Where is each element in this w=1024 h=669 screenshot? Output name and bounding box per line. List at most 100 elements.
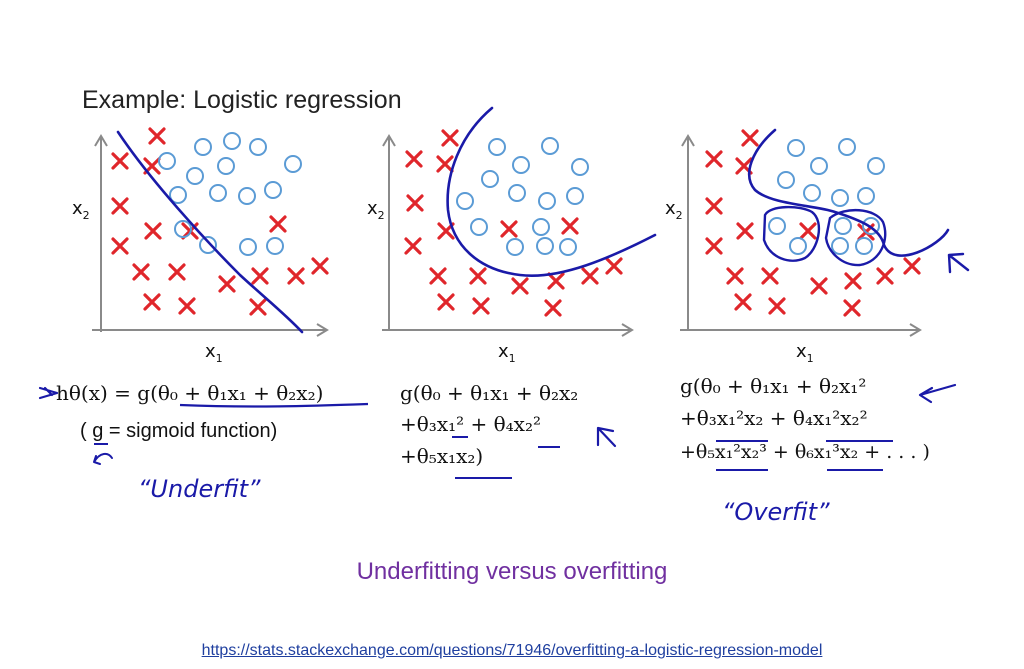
cross-marker	[144, 222, 162, 240]
cross-marker	[269, 215, 287, 233]
circle-marker	[536, 237, 554, 255]
cross-marker	[544, 299, 562, 317]
circle-marker	[831, 189, 849, 207]
formula-panel-2-line-2: +θ₃x₁² + θ₄x₂²	[400, 412, 541, 436]
cross-marker	[218, 275, 236, 293]
circle-marker	[249, 138, 267, 156]
formula-panel-3-line-3: +θ₅x₁²x₂³ + θ₆x₁³x₂ + . . . )	[680, 441, 930, 463]
arrow-annotation-icon	[947, 252, 970, 274]
handwritten-overfit: “Overfit”	[722, 498, 830, 526]
x-axis-label: x1	[498, 341, 516, 365]
cross-marker	[111, 152, 129, 170]
circle-marker	[169, 186, 187, 204]
cross-marker	[799, 222, 817, 240]
circle-marker	[538, 192, 556, 210]
circle-marker	[559, 238, 577, 256]
cross-marker	[311, 257, 329, 275]
decision-boundary-overfit	[747, 128, 950, 257]
cross-marker	[726, 267, 744, 285]
circle-marker	[532, 218, 550, 236]
formula-panel-3-line-1: g(θ₀ + θ₁x₁ + θ₂x₁²	[680, 374, 866, 398]
circle-marker	[787, 139, 805, 157]
cross-marker	[736, 222, 754, 240]
circle-marker	[508, 184, 526, 202]
cross-marker	[581, 267, 599, 285]
arrow-pointer-icon	[38, 386, 59, 400]
cross-marker	[148, 127, 166, 145]
circle-marker	[174, 220, 192, 238]
circle-marker	[810, 157, 828, 175]
underline-panel-1	[179, 402, 369, 408]
cross-marker	[111, 237, 129, 255]
cross-marker	[405, 150, 423, 168]
circle-marker	[199, 236, 217, 254]
note-sigmoid: ( g = sigmoid function)	[80, 420, 277, 442]
circle-marker	[512, 156, 530, 174]
formula-panel-3-line-2: +θ₃x₁²x₂ + θ₄x₁²x₂²	[680, 406, 868, 430]
formula-panel-1: hθ(x) = g(θ₀ + θ₁x₁ + θ₂x₂)	[56, 381, 323, 405]
formula-panel-2-line-1: g(θ₀ + θ₁x₁ + θ₂x₂	[400, 381, 578, 405]
cross-marker	[436, 155, 454, 173]
crosses	[111, 127, 329, 316]
y-axis-label: x2	[72, 198, 90, 222]
circles	[768, 138, 885, 255]
circle-marker	[831, 237, 849, 255]
circle-marker	[284, 155, 302, 173]
cross-marker	[705, 197, 723, 215]
handwritten-underfit: “Underfit”	[138, 475, 261, 503]
cross-marker	[132, 263, 150, 281]
cross-marker	[876, 267, 894, 285]
circles	[158, 132, 302, 256]
decision-island-right	[824, 208, 887, 267]
panel-overfit: x2 x1	[665, 128, 970, 365]
circle-marker	[834, 217, 852, 235]
circle-marker	[855, 237, 873, 255]
circle-marker	[862, 217, 880, 235]
cross-marker	[734, 293, 752, 311]
y-axis-label: x2	[367, 198, 385, 222]
axes	[382, 134, 634, 337]
circle-marker	[789, 237, 807, 255]
circle-marker	[571, 158, 589, 176]
circle-marker	[186, 167, 204, 185]
cross-marker	[705, 237, 723, 255]
decision-island-left	[762, 205, 821, 262]
circle-marker	[838, 138, 856, 156]
cross-marker	[287, 267, 305, 285]
circle-marker	[238, 187, 256, 205]
source-link[interactable]: https://stats.stackexchange.com/question…	[201, 642, 823, 659]
cross-marker	[143, 293, 161, 311]
cross-marker	[406, 194, 424, 212]
circle-marker	[264, 181, 282, 199]
x-axis-label: x1	[796, 341, 814, 365]
y-axis-label: x2	[665, 198, 683, 222]
cross-marker	[404, 237, 422, 255]
cross-marker	[111, 197, 129, 215]
cross-marker	[429, 267, 447, 285]
circle-marker	[566, 187, 584, 205]
cross-marker	[810, 277, 828, 295]
circle-marker	[803, 184, 821, 202]
cross-marker	[705, 150, 723, 168]
cross-marker	[844, 272, 862, 290]
panel-underfit: x2 x1	[72, 127, 329, 365]
cross-marker	[469, 267, 487, 285]
decision-boundary-linear	[116, 130, 304, 334]
cross-marker	[249, 298, 267, 316]
circle-marker	[194, 138, 212, 156]
cross-marker	[178, 297, 196, 315]
panel-just-right: x2 x1	[367, 106, 657, 365]
circle-marker	[470, 218, 488, 236]
circle-marker	[768, 217, 786, 235]
cross-marker	[472, 297, 490, 315]
axes	[680, 134, 922, 337]
arrow-annotation-icon	[596, 426, 617, 448]
arrow-pointer-icon	[918, 383, 957, 404]
circle-marker	[223, 132, 241, 150]
circle-marker	[158, 152, 176, 170]
caption: Underfitting versus overfitting	[356, 558, 668, 585]
circle-marker	[239, 238, 257, 256]
cross-marker	[547, 272, 565, 290]
cross-marker	[843, 299, 861, 317]
circle-marker	[456, 192, 474, 210]
